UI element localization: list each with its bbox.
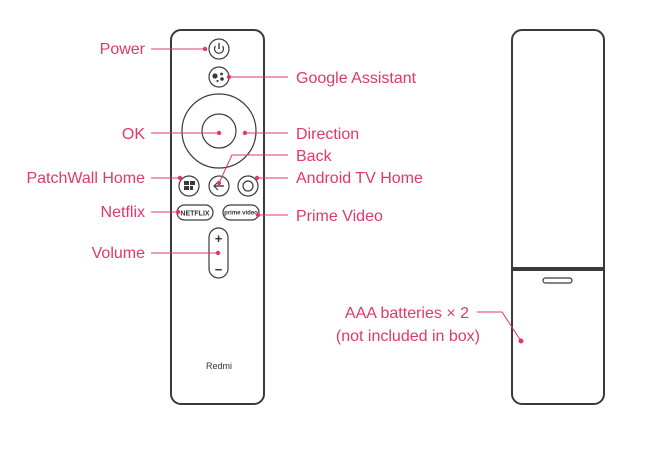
label-power: Power [100,41,146,58]
android-tv-home-dot [254,175,260,181]
label-direction: Direction [296,126,359,143]
label-volume: Volume [92,245,145,262]
remote-front: NETFLIX prime video + − Redmi [170,29,265,405]
label-prime-video: Prime Video [296,208,383,225]
brand-logo: Redmi [206,361,232,371]
back-dot [216,180,222,186]
back-leader [218,154,288,184]
power-button [208,38,230,60]
label-ok: OK [122,126,145,143]
label-batteries-line2: (not included in box) [336,328,480,345]
label-android-tv-home: Android TV Home [296,170,423,187]
google-assistant-button [208,66,230,88]
android-tv-home-icon [242,180,254,192]
volume-down-icon: − [215,262,223,277]
ok-button [201,113,237,149]
battery-dot [518,338,524,344]
back-arrow-icon [213,181,224,191]
remote-back-body [511,29,605,405]
label-batteries-line1: AAA batteries × 2 [345,305,469,322]
patchwall-home-dot [177,175,183,181]
patchwall-home-icon [184,181,195,190]
google-assistant-dot [226,74,232,80]
label-netflix: Netflix [101,204,145,221]
front-labels: Power Google Assistant OK Direction Back… [26,41,423,262]
netflix-button-text: NETFLIX [180,211,209,218]
back-button [208,175,230,197]
remote-front-body [170,29,265,405]
patchwall-home-button [178,175,200,197]
netflix-dot [175,209,181,215]
battery-callout: AAA batteries × 2 (not included in box) [336,305,524,345]
power-icon [213,43,225,54]
netflix-button: NETFLIX [176,204,214,221]
prime-video-button: prime video [222,204,260,221]
prime-video-dot [255,212,261,218]
prime-video-button-text: prime video [224,211,258,217]
volume-dot [215,250,221,256]
battery-leader [477,311,522,342]
front-leaders [151,46,288,256]
label-back: Back [296,148,333,165]
google-assistant-icon [212,72,224,83]
direction-dot [242,130,248,136]
android-tv-home-button [237,175,259,197]
power-dot [202,46,208,52]
label-google-assistant: Google Assistant [296,70,417,87]
volume-up-icon: + [215,231,223,246]
remote-back [511,29,605,405]
battery-cover-latch [542,277,573,284]
ok-dot [216,130,222,136]
label-patchwall-home: PatchWall Home [26,170,145,187]
direction-pad [181,93,257,169]
